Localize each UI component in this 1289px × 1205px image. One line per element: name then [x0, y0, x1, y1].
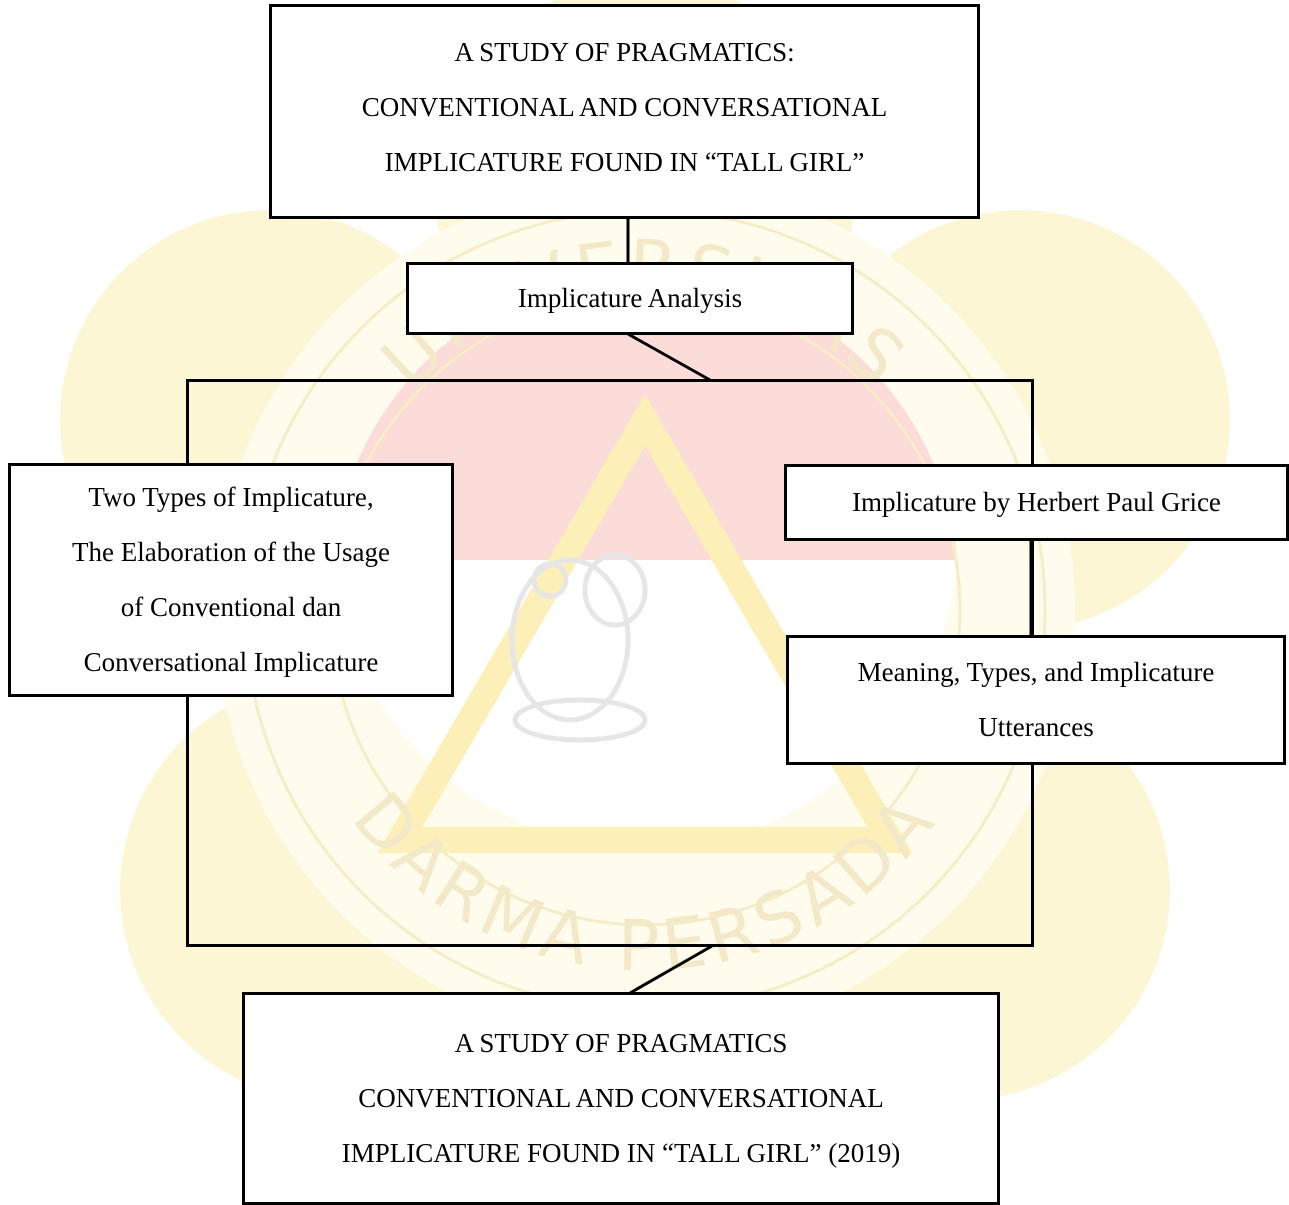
meaning-types-line-2: Utterances [978, 712, 1094, 742]
grice-label: Implicature by Herbert Paul Grice [852, 487, 1221, 517]
implicature-analysis-box: Implicature Analysis [406, 262, 854, 335]
seal-white-half [333, 560, 957, 848]
implicature-types-line-1: Two Types of Implicature, [88, 482, 374, 512]
meaning-types-box: Meaning, Types, and Implicature Utteranc… [786, 635, 1286, 765]
title-bottom-line-2: CONVENTIONAL AND CONVERSATIONAL [358, 1083, 884, 1113]
connector-analysis-to-frame [627, 332, 711, 382]
title-bottom-line-1: A STUDY OF PRAGMATICS [454, 1028, 788, 1058]
meaning-types-line-1: Meaning, Types, and Implicature [857, 657, 1215, 687]
implicature-analysis-label: Implicature Analysis [517, 283, 743, 313]
grice-box: Implicature by Herbert Paul Grice [784, 464, 1289, 541]
implicature-types-line-4: Conversational Implicature [83, 647, 379, 677]
title-bottom-line-3: IMPLICATURE FOUND IN “TALL GIRL” (2019) [341, 1138, 901, 1168]
title-top-line-1: A STUDY OF PRAGMATICS: [454, 37, 795, 67]
title-top-line-2: CONVENTIONAL AND CONVERSATIONAL [361, 92, 888, 122]
implicature-types-line-2: The Elaboration of the Usage [72, 537, 390, 567]
title-bottom-box: A STUDY OF PRAGMATICS CONVENTIONAL AND C… [242, 992, 1000, 1205]
implicature-types-line-3: of Conventional dan [120, 592, 342, 622]
connector-frame-to-bottom [629, 944, 713, 995]
seal-figure [509, 552, 648, 743]
title-top-line-3: IMPLICATURE FOUND IN “TALL GIRL” [384, 147, 865, 177]
title-top-box: A STUDY OF PRAGMATICS: CONVENTIONAL AND … [269, 4, 980, 219]
seal-triangle [377, 394, 913, 853]
implicature-types-box: Two Types of Implicature, The Elaboratio… [8, 463, 454, 697]
